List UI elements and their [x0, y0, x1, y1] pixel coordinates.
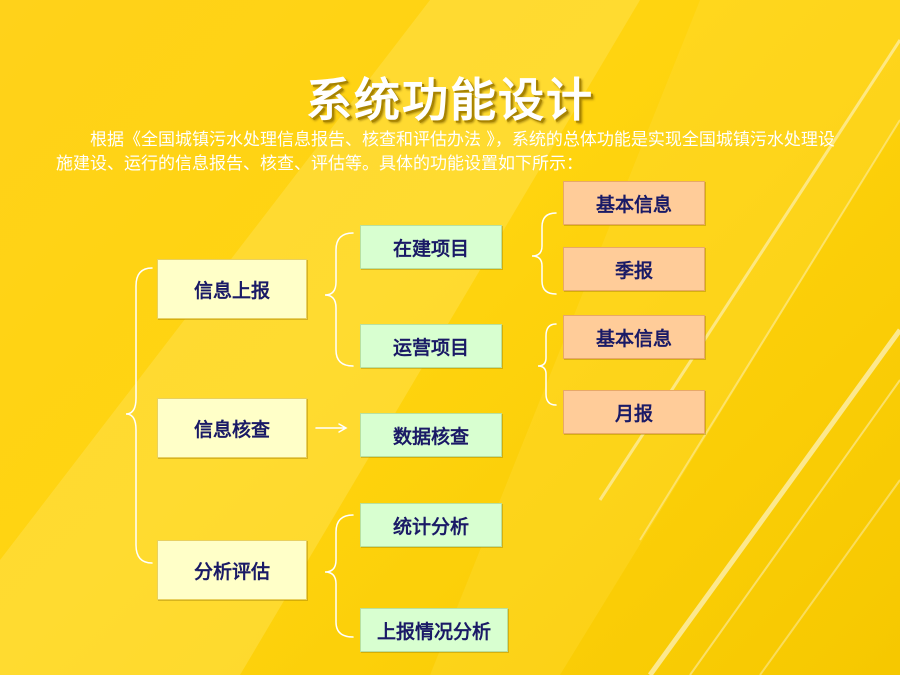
- node-monthly-report: 月报: [563, 390, 705, 434]
- node-statistics: 统计分析: [360, 503, 502, 547]
- node-info-report: 信息上报: [157, 259, 307, 319]
- node-construction-project: 在建项目: [360, 225, 502, 269]
- node-analysis-evaluate: 分析评估: [157, 540, 307, 600]
- bg-streak-2: [639, 119, 900, 541]
- bg-streak-5: [759, 479, 900, 675]
- node-report-analysis: 上报情况分析: [360, 608, 508, 652]
- node-operation-basic-info: 基本信息: [563, 315, 705, 359]
- node-data-check: 数据核查: [360, 413, 502, 457]
- bg-streak-4: [689, 379, 900, 675]
- bg-streak-3: [647, 328, 900, 675]
- intro-paragraph: 根据《全国城镇污水处理信息报告、核查和评估办法 》，系统的总体功能是实现全国城镇…: [56, 130, 835, 174]
- node-quarterly-report: 季报: [563, 247, 705, 291]
- node-info-verify: 信息核查: [157, 398, 307, 458]
- bg-light-band: [0, 0, 640, 675]
- slide-title: 系统功能设计: [306, 73, 594, 127]
- node-construction-basic-info: 基本信息: [563, 181, 705, 225]
- node-operation-project: 运营项目: [360, 324, 502, 368]
